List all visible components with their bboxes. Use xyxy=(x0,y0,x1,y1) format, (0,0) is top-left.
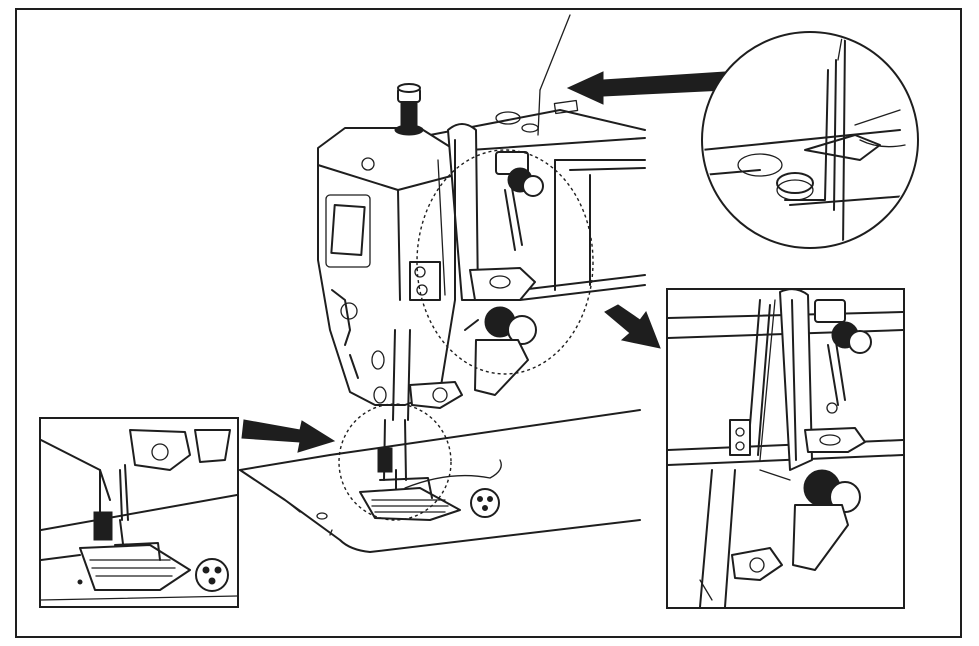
presser-foot xyxy=(359,477,461,521)
needle-bar xyxy=(377,329,463,501)
thread-stand-pin xyxy=(394,83,424,136)
thread-guide xyxy=(537,89,541,136)
sewing-machine xyxy=(239,14,646,553)
machine-table xyxy=(239,409,641,553)
machine-head xyxy=(317,127,456,406)
inset-thread-guide xyxy=(701,31,919,249)
highlight-tension-area xyxy=(416,149,594,375)
tension-lower xyxy=(464,267,537,396)
tension-upper xyxy=(495,151,544,251)
inset-take-up-lever xyxy=(666,288,905,609)
side-plate-screws xyxy=(409,261,441,301)
thread-tail xyxy=(404,459,502,489)
arrow-to-right-inset xyxy=(604,304,661,349)
thread-top xyxy=(539,14,571,91)
inset-presser-foot xyxy=(39,417,239,608)
arrow-to-left-inset xyxy=(241,419,336,453)
highlight-needle-area xyxy=(338,403,452,521)
bobbin-cover xyxy=(470,488,500,518)
machine-arm xyxy=(429,99,646,301)
arrow-to-thread-guide xyxy=(566,71,726,105)
